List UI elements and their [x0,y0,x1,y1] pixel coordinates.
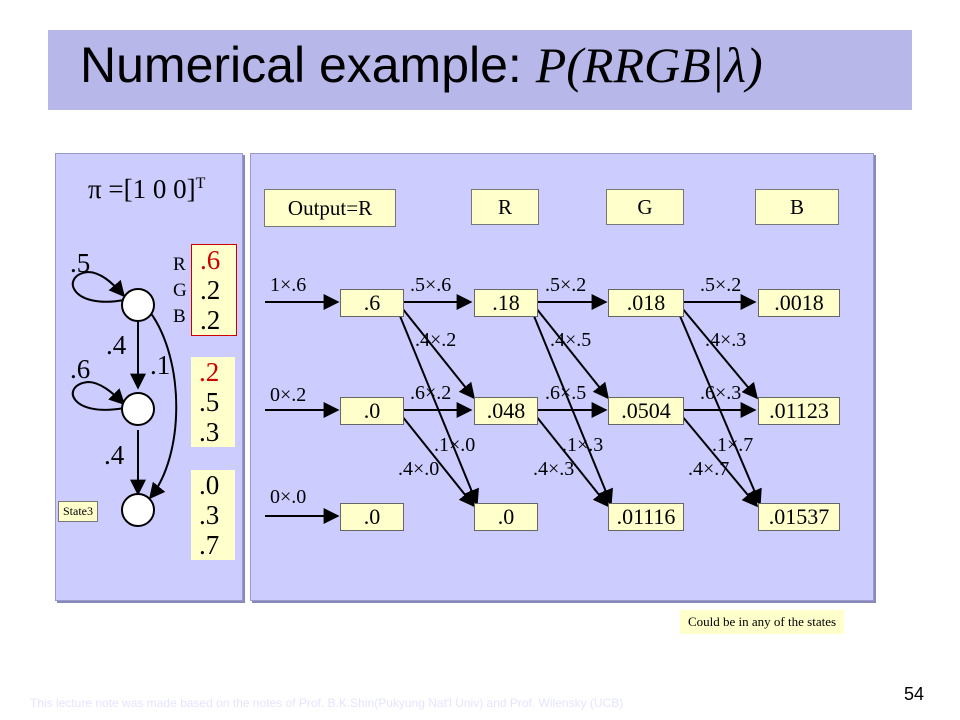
edge-label-s1s2-t3: .4×.5 [550,329,592,351]
node-t1-s1: .6 [340,289,404,317]
node-t4-s1: .0018 [758,289,840,317]
trans-label-1-2: .4 [106,330,127,360]
label-b: B [173,306,186,327]
edge-label-s1-t2: .5×.6 [410,274,452,296]
emission-state3: .0 .3 .7 [191,470,235,560]
emission-state2: .2 .5 .3 [191,357,235,447]
node-t3-s1: .018 [608,289,684,317]
edge-label-s2s3-t2: .4×.0 [398,458,440,480]
edge-label-s1s3-t2: .1×.0 [434,434,476,456]
emission-state1: .6 .2 .2 [191,244,237,336]
trans-label-2-3: .4 [104,440,125,470]
loop-label-state1: .5 [70,248,91,278]
trans-label-1-3: .1 [150,350,171,380]
header-g: G [606,189,684,225]
footer-credit: This lecture note was made based on the … [30,696,624,710]
self-loop-state2 [71,380,126,411]
node-t4-s3: .01537 [758,503,840,531]
node-t4-s2: .01123 [758,397,840,425]
output-label: Output=R [264,189,396,227]
pi-vector: π =[1 0 0]T [88,174,206,204]
page-number: 54 [904,684,925,704]
edge-label-s2-t4: .6×.3 [700,382,742,404]
header-r: R [471,189,539,225]
node-t1-s2: .0 [340,397,404,425]
edge-label-s2-t3: .6×.5 [545,382,587,404]
edge-label-s1s2-t4: .4×.3 [705,329,747,351]
edge-label-s2s3-t3: .4×.3 [533,458,575,480]
node-t2-s1: .18 [474,289,538,317]
node-t2-s2: .048 [474,397,538,425]
node-t1-s3: .0 [340,503,404,531]
edge-label-s1s3-t4: .1×.7 [712,434,754,456]
node-t3-s3: .01116 [608,503,684,531]
edge-label-s1-t3: .5×.2 [545,274,587,296]
node-t2-s3: .0 [474,503,538,531]
label-g: G [173,280,187,301]
header-b: B [755,189,839,225]
title-formula: P(RRGB|λ) [535,37,763,93]
state3-node [121,493,155,527]
note-any-state: Could be in any of the states [680,610,845,634]
edge-label-s2s3-t4: .4×.7 [688,458,730,480]
arrow-state1-state3 [148,311,178,500]
state3-label: State3 [58,501,98,522]
state1-node [121,288,155,322]
self-loop-state1 [71,270,126,303]
page-title: Numerical example: P(RRGB|λ) [80,37,763,93]
edge-label-s1s2-t2: .4×.2 [415,329,457,351]
edge-label-s2-t2: .6×.2 [410,382,452,404]
init-label-state3: 0×.0 [270,486,307,508]
title-bar [48,30,912,110]
init-label-state1: 1×.6 [270,274,307,296]
loop-label-state2: .6 [70,354,91,384]
edge-label-s1s3-t3: .1×.3 [562,434,604,456]
state2-node [121,392,155,426]
edge-label-s1-t4: .5×.2 [700,274,742,296]
label-r: R [173,254,186,275]
node-t3-s2: .0504 [608,397,684,425]
init-label-state2: 0×.2 [270,384,307,406]
